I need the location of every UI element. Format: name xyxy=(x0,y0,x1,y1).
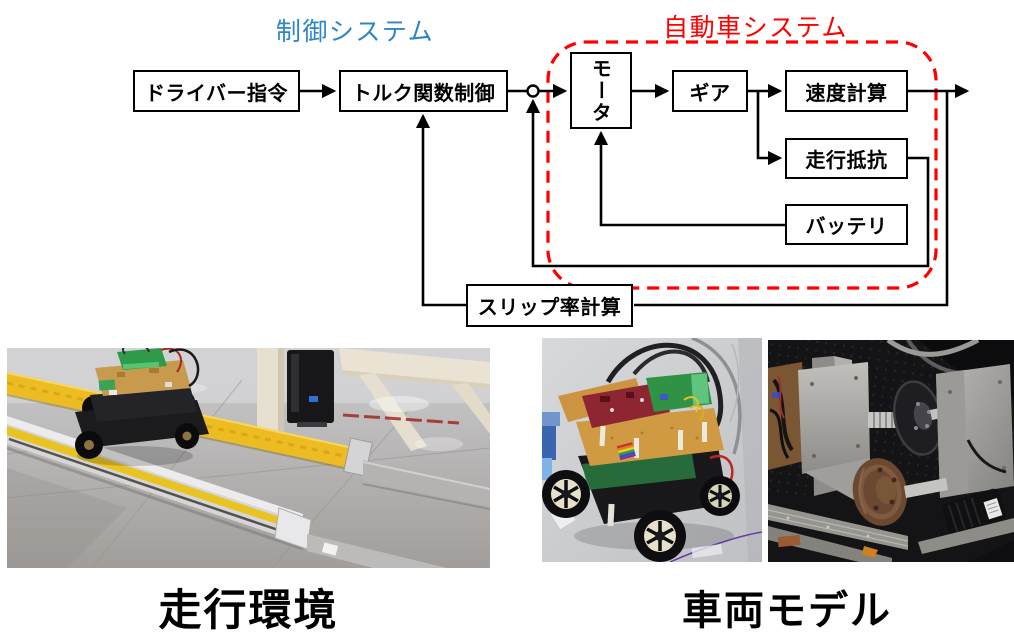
block-slip-ratio-calculation-label: スリップ率計算 xyxy=(477,295,622,319)
line-gear-to-resistance xyxy=(756,91,783,166)
block-gear: ギア xyxy=(672,70,748,112)
background-frame xyxy=(253,348,490,451)
rainbow-ribbon xyxy=(616,442,636,461)
caption-driving-environment: 走行環境 xyxy=(158,586,339,636)
bottom-rails xyxy=(768,504,1014,562)
block-slip-ratio-calculation: スリップ率計算 xyxy=(466,284,633,327)
block-battery: バッテリ xyxy=(785,204,908,245)
block-driver-command-label: ドライバー指令 xyxy=(144,80,289,105)
signal-lines xyxy=(300,83,970,307)
purple-wire xyxy=(669,531,762,562)
floor-stain xyxy=(7,468,127,568)
right-aluminum-plate xyxy=(936,364,1014,498)
block-motor-label: モータ xyxy=(588,57,613,124)
robot-car-on-track xyxy=(75,348,209,466)
block-motor: モータ xyxy=(570,52,632,129)
rust-disc-assembly xyxy=(851,458,948,526)
tape-piece xyxy=(691,543,723,559)
line-resistance-feedback xyxy=(525,98,930,268)
control-system-title: 制御システム xyxy=(275,17,435,46)
block-running-resistance-label: 走行抵抗 xyxy=(805,148,888,172)
table-shade xyxy=(738,338,762,562)
block-torque-function-control: トルク関数制御 xyxy=(339,70,508,112)
line-battery-to-motor xyxy=(593,130,785,227)
photo-vehicle-model-car xyxy=(542,338,762,562)
block-driver-command: ドライバー指令 xyxy=(133,70,300,112)
spoked-wheels xyxy=(542,470,740,562)
photo-driving-environment-art xyxy=(7,348,490,568)
summing-junction xyxy=(526,84,540,98)
automobile-system-title: 自動車システム xyxy=(663,13,848,42)
caption-vehicle-model: 車両モデル xyxy=(682,588,892,634)
block-running-resistance: 走行抵抗 xyxy=(785,138,908,179)
photo-vehicle-model-dyno-art xyxy=(768,340,1014,562)
block-torque-function-control-label: トルク関数制御 xyxy=(351,80,496,105)
block-speed-calculation-label: 速度計算 xyxy=(805,80,888,105)
red-floor-line xyxy=(342,413,460,425)
diagram-connectors xyxy=(300,40,970,307)
block-gear-label: ギア xyxy=(689,80,731,105)
upper-shaft-and-flywheel xyxy=(868,380,965,456)
black-motor xyxy=(942,488,1006,535)
block-speed-calculation: 速度計算 xyxy=(785,70,908,112)
left-aluminum-plate xyxy=(798,356,872,510)
photo-driving-environment xyxy=(7,348,490,568)
photo-vehicle-model-dyno xyxy=(768,340,1014,562)
photo-vehicle-model-car-art xyxy=(542,338,762,562)
block-battery-label: バッテリ xyxy=(805,214,888,238)
left-background-bench xyxy=(768,362,808,470)
line-slip-to-torque xyxy=(415,113,466,307)
line-speed-to-slip xyxy=(634,91,949,307)
